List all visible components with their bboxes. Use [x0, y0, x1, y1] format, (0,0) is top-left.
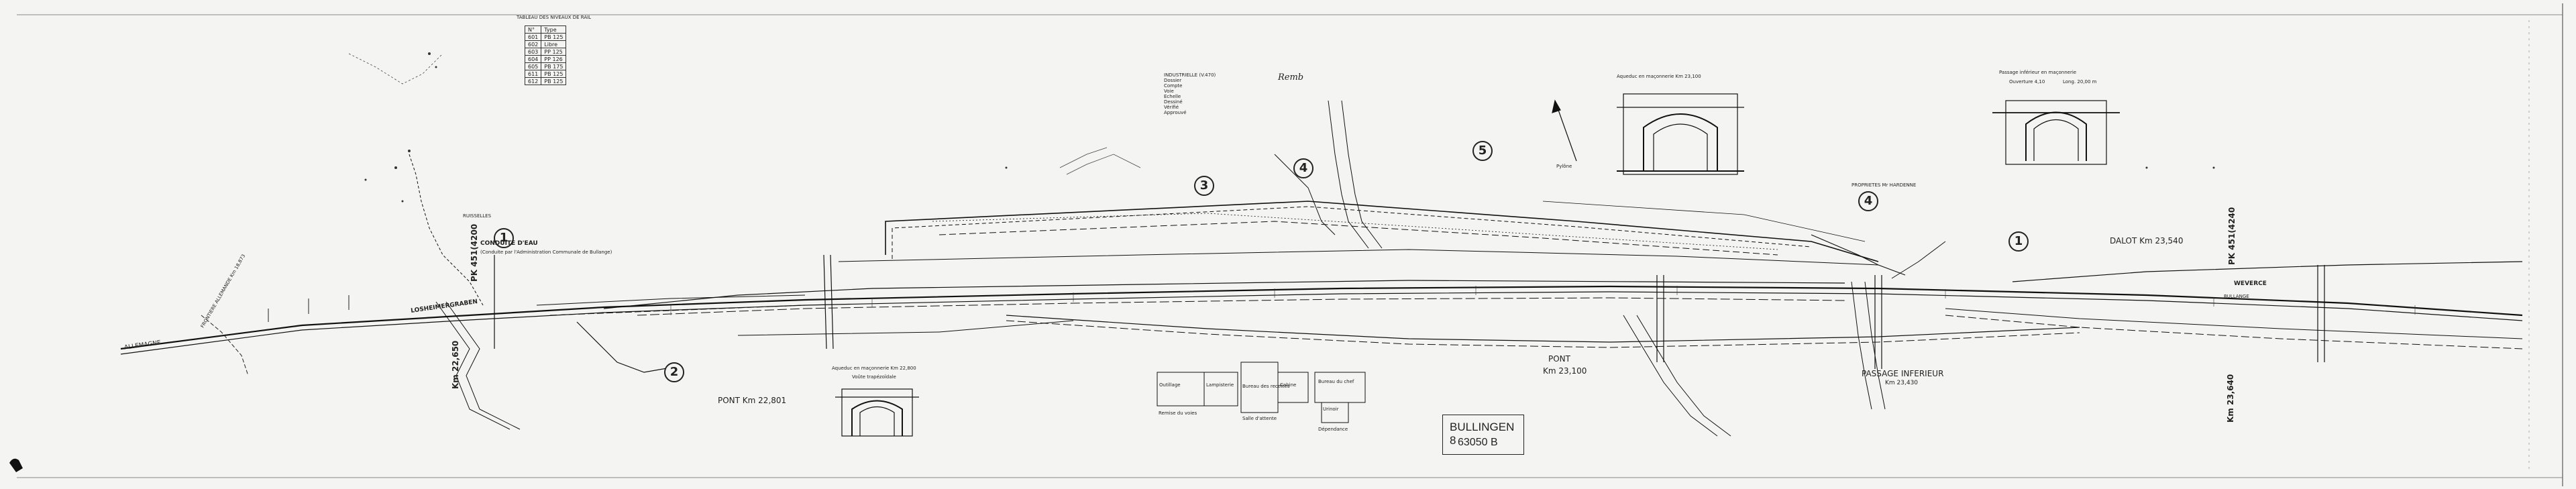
legend-cell: 605	[524, 62, 542, 70]
label-pylone: Pylône	[1556, 164, 1572, 169]
legend-header-row: N° Type	[524, 25, 567, 34]
stamp-handwritten: Remb	[1278, 72, 1304, 83]
label-passage: PASSAGE INFERIEUR	[1862, 369, 1944, 378]
label-km-right: Km 23,640	[2226, 374, 2235, 423]
label-building: Urinoir	[1323, 406, 1339, 412]
legend-header-number: N°	[524, 25, 542, 34]
stamp-line: Vérifié	[1164, 105, 1179, 110]
label-building: Outillage	[1159, 382, 1181, 388]
label-building: Salle d'attente	[1242, 416, 1277, 421]
label-building: Remise du voies	[1159, 411, 1197, 416]
label-dalot: DALOT Km 23,540	[2110, 236, 2184, 246]
marker-circle: 1	[494, 228, 514, 248]
legend-cell: PB 125	[541, 33, 567, 41]
label-building: Bureau du chef	[1318, 379, 1354, 384]
legend-cell: 602	[524, 40, 542, 48]
sheet-title-box: BULLINGEN 8 63050 B	[1442, 415, 1524, 455]
legend-cell: PB 125	[541, 70, 567, 78]
label-conduite: CONDUITE D'EAU	[480, 240, 538, 247]
legend-cell: 604	[524, 55, 542, 63]
label-km-left: Km 22,650	[451, 340, 460, 389]
label-building: Bureau des recettes	[1242, 384, 1290, 389]
legend-cell: PP 125	[541, 48, 567, 56]
label-building: Dépendance	[1318, 427, 1348, 432]
label-aqueduc-mid: Aqueduc en maçonnerie Km 23,100	[1617, 74, 1701, 79]
sheet-number: 63050 B	[1458, 437, 1498, 448]
label-pk-left: PK 451(4200	[470, 223, 479, 282]
stamp-line: Voie	[1164, 89, 1174, 94]
label-voute: Voûte trapézoïdale	[852, 374, 896, 380]
label-longueur: Long. 20,00 m	[2063, 79, 2097, 85]
stamp-line: Echelle	[1164, 94, 1181, 99]
legend-cell: 601	[524, 33, 542, 41]
marker-circle: 4	[1293, 158, 1313, 178]
stamp-line: Compte	[1164, 83, 1183, 89]
legend-title: TABLEAU DES NIVEAUX DE RAIL	[517, 15, 592, 20]
label-building: Lampisterie	[1206, 382, 1234, 388]
stamp-line: Dessiné	[1164, 99, 1183, 105]
label-bullange: BULLANGE	[2224, 294, 2249, 299]
legend-cell: 603	[524, 48, 542, 56]
label-pk-right: PK 451(4240	[2227, 207, 2237, 265]
marker-circle: 5	[1472, 141, 1493, 161]
legend-cell: 611	[524, 70, 542, 78]
label-proprietes: PROPRIETES Mr HARDENNE	[1851, 182, 1917, 188]
legend-cell: 612	[524, 77, 542, 85]
stamp-line: INDUSTRIELLE (V.470)	[1164, 72, 1216, 78]
label-passage-km: Km 23,430	[1885, 380, 1919, 386]
marker-circle: 4	[1858, 191, 1878, 211]
label-building: Cabine	[1280, 382, 1297, 388]
marker-circle: 2	[664, 362, 684, 382]
label-ouverture: Ouverture 4,10	[2009, 79, 2045, 85]
stamp-line: Approuvé	[1164, 110, 1187, 115]
label-direction-right: WEVERCE	[2234, 280, 2267, 287]
legend-cell: PB 175	[541, 62, 567, 70]
label-pont-mid: PONT	[1548, 354, 1570, 364]
marker-circle: 3	[1194, 176, 1214, 196]
label-pont-left: PONT Km 22,801	[718, 396, 787, 405]
legend-header-type: Type	[541, 25, 567, 34]
label-pont-mid-km: Km 23,100	[1543, 366, 1587, 376]
label-conduite-sub: (Conduite par l'Administration Communale…	[480, 250, 612, 255]
title-stamp: INDUSTRIELLE (V.470) Dossier Compte Voie…	[1164, 72, 1298, 115]
marker-circle: 1	[2008, 231, 2029, 252]
label-aqueduc-left: Aqueduc en maçonnerie Km 22,800	[832, 366, 916, 371]
stamp-line: Dossier	[1164, 78, 1182, 83]
legend-cell: PB 125	[541, 77, 567, 85]
legend-cell: Libre	[541, 40, 567, 48]
label-ruisseau: RUISSELLES	[463, 213, 492, 219]
legend-cell: PP 126	[541, 55, 567, 63]
label-passage-detail: Passage inférieur en maçonnerie	[1999, 70, 2077, 75]
sheet-title: BULLINGEN 8	[1450, 421, 1515, 447]
